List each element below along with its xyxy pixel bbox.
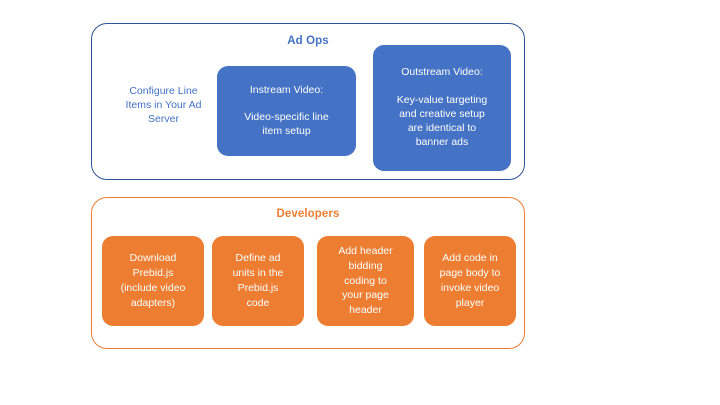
node-configure-line-items-text: Configure Line Items in Your Ad Server xyxy=(125,84,202,126)
node-instream-video-body: Video-specific line item setup xyxy=(244,111,329,138)
group-developers: Developers Download Prebid.js (include v… xyxy=(91,197,525,349)
node-add-header-bidding-code[interactable]: Add header bidding coding to your page h… xyxy=(317,236,414,326)
node-add-page-body-code[interactable]: Add code in page body to invoke video pl… xyxy=(424,236,516,326)
node-configure-line-items: Configure Line Items in Your Ad Server xyxy=(105,72,222,138)
node-define-ad-units[interactable]: Define ad units in the Prebid.js code xyxy=(212,236,304,326)
node-define-ad-units-text: Define ad units in the Prebid.js code xyxy=(232,252,284,309)
node-download-prebid-text: Download Prebid.js (include video adapte… xyxy=(120,252,186,309)
node-instream-video-heading: Instream Video: xyxy=(249,83,324,96)
group-title-developers: Developers xyxy=(276,208,340,220)
group-title-ad-ops: Ad Ops xyxy=(287,35,329,47)
node-instream-video[interactable]: Instream Video: Video-specific line item… xyxy=(217,66,356,156)
node-add-header-bidding-code-text: Add header bidding coding to your page h… xyxy=(338,244,393,317)
node-download-prebid[interactable]: Download Prebid.js (include video adapte… xyxy=(102,236,204,326)
node-outstream-video-heading: Outstream Video: xyxy=(401,66,483,79)
node-outstream-video-body: Key-value targeting and creative setup a… xyxy=(396,93,488,149)
node-add-page-body-code-text: Add code in page body to invoke video pl… xyxy=(439,252,501,309)
group-ad-ops: Ad Ops Configure Line Items in Your Ad S… xyxy=(91,23,525,180)
node-outstream-video[interactable]: Outstream Video: Key-value targeting and… xyxy=(373,45,511,171)
